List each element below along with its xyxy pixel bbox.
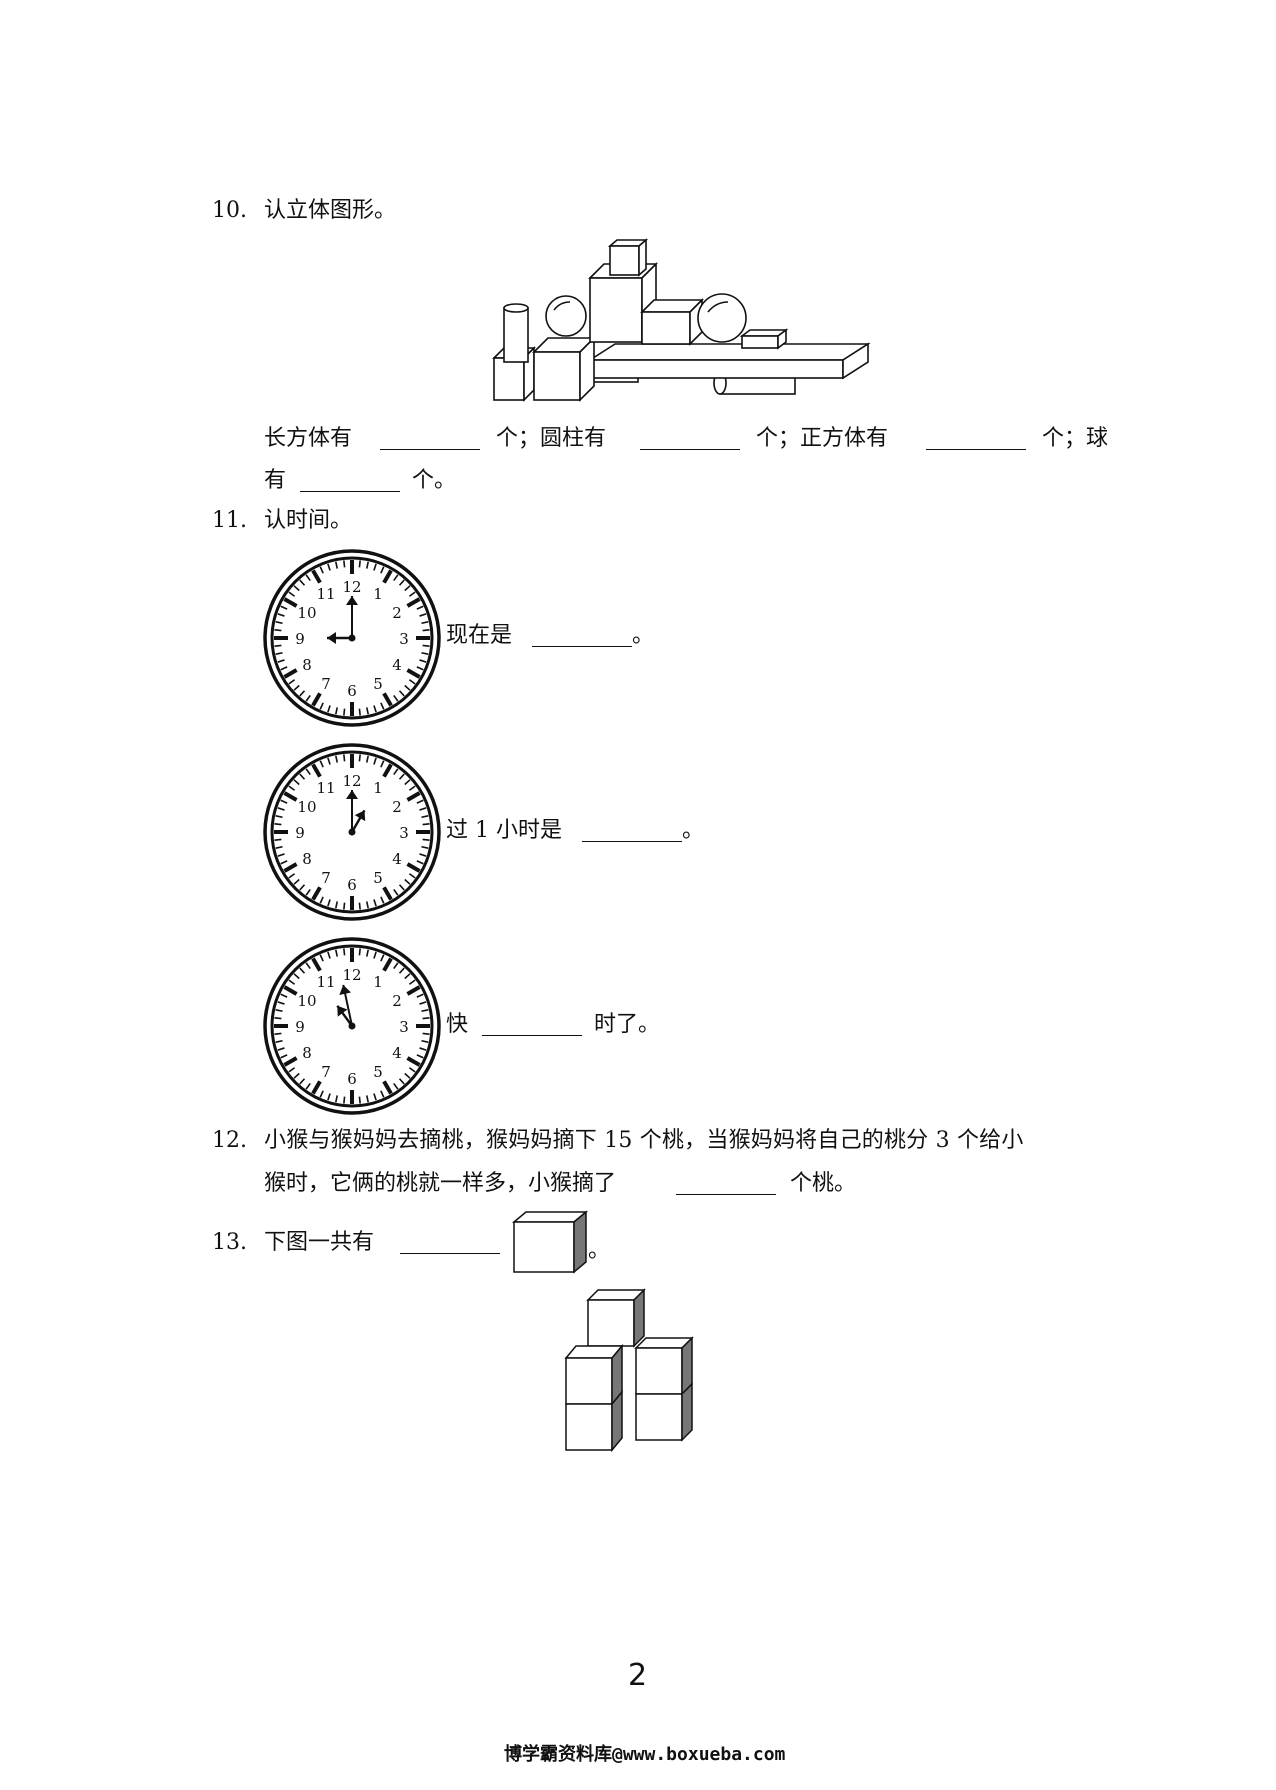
clock2-end: 。: [682, 818, 705, 843]
clock-number: 4: [392, 1044, 402, 1062]
footer-watermark: 博学霸资料库@www.boxueba.com: [504, 1744, 786, 1765]
clock-number: 7: [321, 675, 331, 693]
q10-cube-label: 个；正方体有: [756, 426, 889, 451]
clock-number: 4: [392, 850, 402, 868]
clock3-question: 快: [446, 1012, 469, 1037]
clock1-question: 现在是: [446, 623, 513, 648]
q11-number: 11.: [212, 508, 247, 533]
q12-line1: 小猴与猴妈妈去摘桃，猴妈妈摘下 15 个桃，当猴妈妈将自己的桃分 3 个给小: [264, 1128, 1024, 1153]
clock1-answer-blank[interactable]: [532, 646, 632, 647]
clock-number: 6: [347, 682, 357, 700]
q13-text: 下图一共有: [264, 1230, 375, 1255]
q10-sphere-answer-blank[interactable]: [300, 491, 400, 492]
page-number: 2: [628, 1658, 648, 1693]
q10-sphere-label: 个；球: [1042, 426, 1109, 451]
solid-shapes-figure: [492, 238, 871, 402]
clock-number: 7: [321, 869, 331, 887]
q10-cuboid-answer-blank[interactable]: [380, 449, 480, 450]
q12-end: 个桃。: [790, 1171, 857, 1196]
q10-sphere-label-cont: 有: [264, 468, 287, 493]
q10-title: 认立体图形。: [264, 198, 397, 223]
clock-number: 5: [373, 869, 383, 887]
clock-number: 8: [302, 656, 312, 674]
clock-number: 6: [347, 876, 357, 894]
clock-number: 12: [342, 578, 361, 596]
clock-number: 9: [295, 630, 305, 648]
q12-answer-blank[interactable]: [676, 1194, 776, 1195]
clock-number: 1: [373, 973, 383, 991]
clock-number: 12: [342, 772, 361, 790]
clock-number: 5: [373, 675, 383, 693]
q10-cylinder-answer-blank[interactable]: [640, 449, 740, 450]
clock-number: 8: [302, 1044, 312, 1062]
q11-title: 认时间。: [264, 508, 353, 533]
q10-cube-answer-blank[interactable]: [926, 449, 1026, 450]
clock-number: 12: [342, 966, 361, 984]
stacked-cubes-figure: [564, 1288, 694, 1453]
clock-number: 3: [399, 630, 409, 648]
clock-number: 3: [399, 1018, 409, 1036]
clock-number: 11: [316, 585, 335, 603]
clock-number: 9: [295, 824, 305, 842]
clock-number: 1: [373, 585, 383, 603]
clock-number: 11: [316, 973, 335, 991]
clock-number: 10: [297, 798, 316, 816]
clock2-question: 过 1 小时是: [446, 818, 562, 843]
clock-number: 9: [295, 1018, 305, 1036]
clock-number: 6: [347, 1070, 357, 1088]
clock-number: 10: [297, 604, 316, 622]
q13-number: 13.: [212, 1230, 247, 1255]
clock-number: 10: [297, 992, 316, 1010]
q10-cuboid-label: 长方体有: [264, 426, 353, 451]
clock-number: 1: [373, 779, 383, 797]
clock-number: 2: [392, 604, 402, 622]
clock2-answer-blank[interactable]: [582, 841, 682, 842]
clock3-end: 时了。: [594, 1012, 661, 1037]
q13-end: 。: [588, 1238, 611, 1263]
clock-number: 11: [316, 779, 335, 797]
clock-number: 2: [392, 992, 402, 1010]
clock1-end: 。: [632, 623, 655, 648]
clock-number: 7: [321, 1063, 331, 1081]
q12-number: 12.: [212, 1128, 247, 1153]
q10-cylinder-label: 个；圆柱有: [496, 426, 607, 451]
clock-number: 8: [302, 850, 312, 868]
q13-answer-blank[interactable]: [400, 1253, 500, 1254]
cube-unit-icon: [511, 1210, 589, 1274]
q10-number: 10.: [212, 198, 247, 223]
clock-number: 3: [399, 824, 409, 842]
clock-number: 4: [392, 656, 402, 674]
clock-number: 2: [392, 798, 402, 816]
clock3-answer-blank[interactable]: [482, 1035, 582, 1036]
q12-line2: 猴时，它俩的桃就一样多，小猴摘了: [264, 1171, 617, 1196]
clock-number: 5: [373, 1063, 383, 1081]
q10-end: 个。: [412, 468, 457, 493]
